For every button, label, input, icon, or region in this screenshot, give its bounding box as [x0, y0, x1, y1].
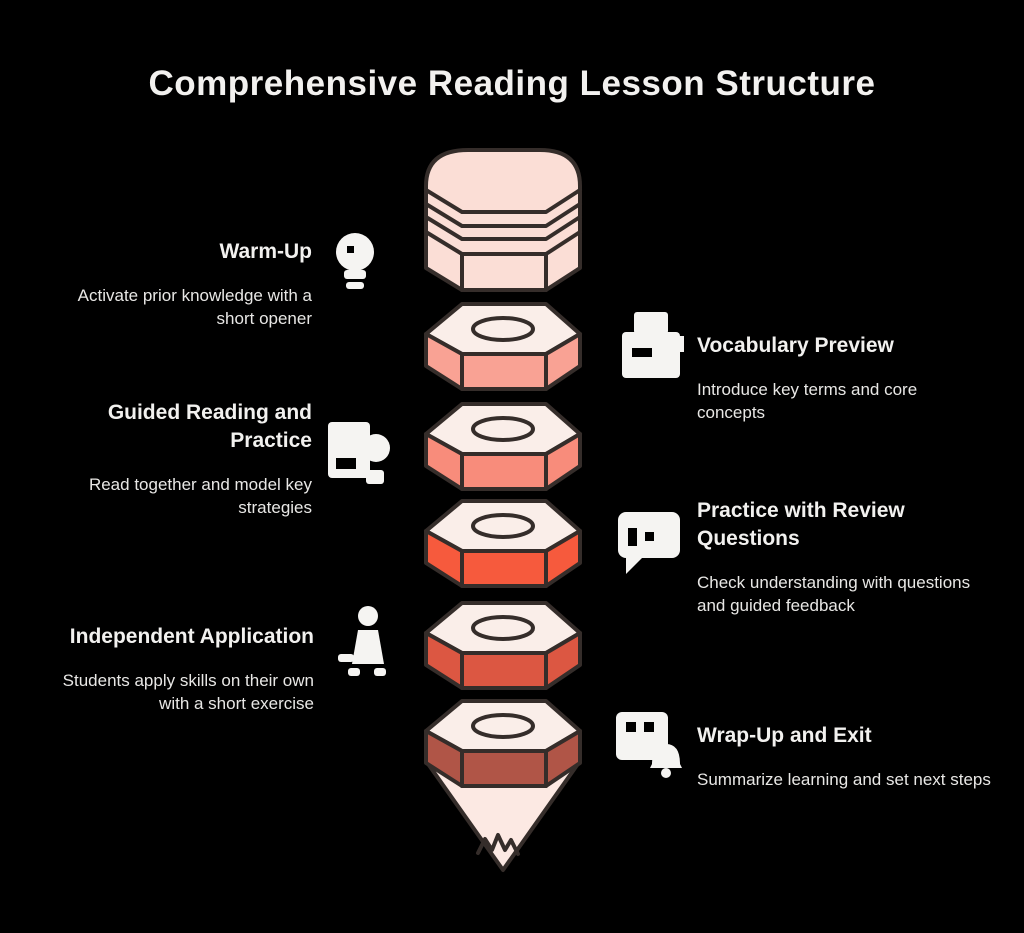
segment-hole — [471, 513, 535, 539]
section-6: Wrap-Up and Exit Summarize learning and … — [697, 722, 997, 791]
section-6-label: Wrap-Up and Exit — [697, 724, 872, 747]
section-1-description: Activate prior knowledge with a short op… — [77, 286, 312, 328]
section-1-label: Warm-Up — [219, 240, 312, 263]
section-5-label: Independent Application — [69, 625, 314, 648]
reminder-icon — [610, 698, 688, 782]
section-4-label: Practice with Review Questions — [697, 499, 905, 550]
pencil-segment-3 — [424, 402, 582, 491]
section-3-label: Guided Reading and Practice — [107, 401, 312, 452]
section-2: Vocabulary Preview Introduce key terms a… — [697, 332, 977, 424]
pencil-segment-4 — [424, 499, 582, 588]
section-3-description: Read together and model key strategies — [88, 475, 312, 517]
segment-hole — [471, 615, 535, 641]
section-1: Warm-Up Activate prior knowledge with a … — [40, 238, 312, 330]
lightbulb-icon — [318, 224, 392, 298]
pencil-lead-zigzag — [476, 833, 520, 856]
section-5: Independent Application Students apply s… — [36, 623, 314, 715]
pencil-segment-5 — [424, 601, 582, 690]
section-5-description: Students apply skills on their own with … — [62, 671, 314, 713]
pencil-segment-2 — [424, 302, 582, 391]
section-3: Guided Reading and Practice Read togethe… — [38, 399, 312, 519]
section-2-label: Vocabulary Preview — [697, 334, 894, 357]
segment-hole — [471, 713, 535, 739]
section-4: Practice with Review Questions Check und… — [697, 497, 982, 617]
segment-hole — [471, 316, 535, 342]
question-bubble-icon — [612, 504, 688, 580]
book-icon — [614, 306, 692, 388]
section-2-description: Introduce key terms and core concepts — [697, 380, 918, 422]
pencil-segment-6 — [424, 699, 582, 788]
page-title: Comprehensive Reading Lesson Structure — [148, 64, 876, 103]
segment-hole — [471, 416, 535, 442]
section-4-description: Check understanding with questions and g… — [697, 573, 971, 615]
reading-icon — [322, 414, 396, 494]
person-icon — [324, 602, 400, 686]
pencil-eraser-segment — [424, 148, 582, 292]
pencil-diagram — [424, 148, 582, 872]
section-6-description: Summarize learning and set next steps — [697, 770, 991, 789]
